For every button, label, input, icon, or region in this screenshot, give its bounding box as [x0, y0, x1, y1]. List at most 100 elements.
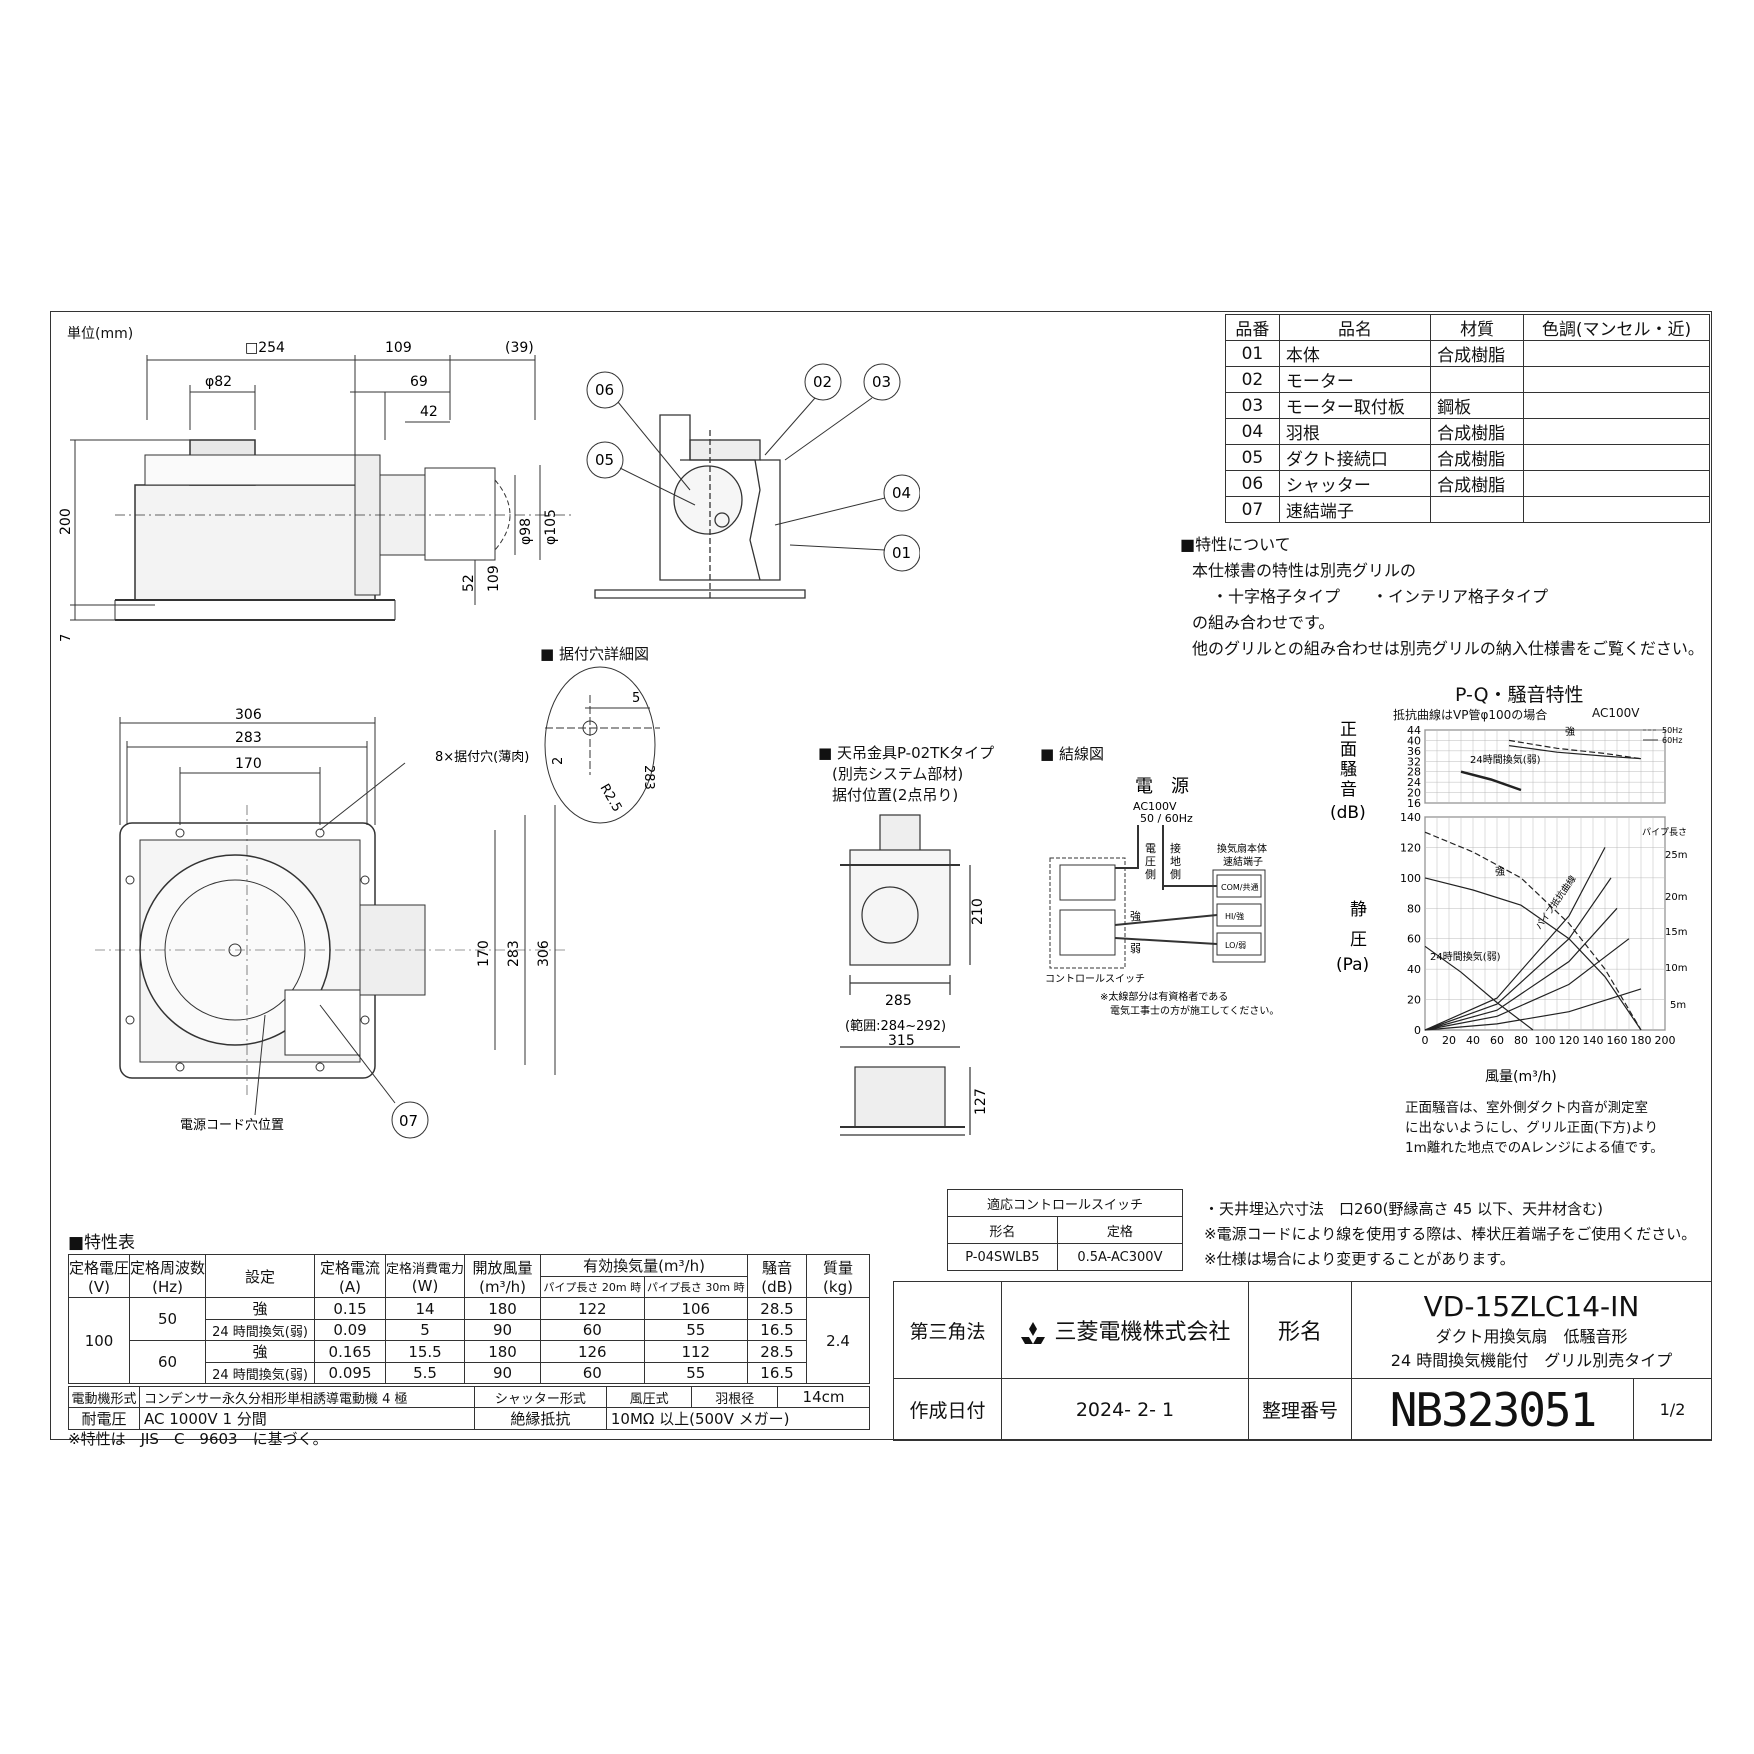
voltage-side-1: 電 — [1145, 842, 1156, 855]
y-tick-label: 60 — [1407, 933, 1421, 946]
dim-7: 7 — [59, 634, 74, 642]
series-line — [1508, 739, 1642, 760]
legend-60hz: 60Hz — [1662, 736, 1682, 745]
hanger-subtitle: (別売システム部材) — [832, 765, 964, 783]
label-strong-noise: 強 — [1565, 725, 1575, 738]
chart-note: 正面騒音は、室外側ダクト内音が測定室 — [1405, 1100, 1648, 1116]
pipe-5m: 5m — [1670, 1000, 1686, 1011]
series-line — [1424, 831, 1642, 1031]
power-spec2: 50 / 60Hz — [1140, 812, 1193, 825]
switch-title: 適応コントロールスイッチ — [947, 1189, 1183, 1217]
dim-306: 306 — [235, 707, 262, 723]
note-line: ・天井埋込穴寸法 口260(野縁高さ 45 以下、天井材含む) — [1204, 1200, 1603, 1218]
callout-05: 05 — [595, 451, 614, 469]
ground-side-3: 側 — [1170, 868, 1181, 881]
number-label: 整理番号 — [1248, 1378, 1352, 1441]
x-tick-label: 0 — [1422, 1034, 1429, 1047]
dim-170v: 170 — [476, 940, 492, 967]
cord-label: 電源コード穴位置 — [180, 1118, 284, 1133]
features-heading: ■特性について — [1180, 535, 1291, 554]
callout-06: 06 — [595, 381, 614, 399]
company-name: 三菱電機株式会社 — [1054, 1320, 1231, 1345]
dim-210: 210 — [970, 898, 986, 925]
title-block: 第三角法 三菱電機株式会社 形名 VD-15ZLC14-IN ダクト用換気扇 低… — [893, 1281, 1712, 1441]
spec-extra-table: 電動機形式 コンデンサー永久分相形単相誘導電動機 4 極 シャッター形式 風圧式… — [68, 1386, 871, 1430]
y-tick-label: 0 — [1414, 1024, 1421, 1037]
spec-footnote: ※特性は JIS C 9603 に基づく。 — [68, 1430, 328, 1448]
series-line — [1424, 847, 1606, 1031]
dim-42: 42 — [420, 404, 438, 420]
x-axis-label: 風量(m³/h) — [1485, 1069, 1557, 1085]
company-cell: 三菱電機株式会社 — [1001, 1281, 1249, 1379]
note-line: ※仕様は場合により変更することがあります。 — [1204, 1250, 1515, 1268]
spec-heading: ■特性表 — [68, 1233, 136, 1253]
terminal-lo: LO/弱 — [1225, 941, 1246, 950]
holes-label: 8×据付穴(薄肉) — [435, 750, 529, 765]
dim-109: 109 — [385, 340, 412, 356]
page-number: 1/2 — [1633, 1378, 1712, 1441]
model-label: 形名 — [1248, 1281, 1352, 1379]
front-view: □254 109 (39) φ82 69 42 200 φ98 φ105 52 … — [58, 340, 575, 642]
x-tick-label: 60 — [1490, 1034, 1504, 1047]
series-line — [1424, 938, 1630, 1031]
callout-07: 07 — [399, 1112, 418, 1130]
wiring-diagram: 電 源 AC100V 50 / 60Hz 電 圧 側 接 地 側 換気扇本体 速… — [1045, 776, 1279, 1017]
section-view: 06 05 02 03 04 01 — [586, 363, 920, 600]
pipe-25m: 25m — [1665, 850, 1687, 861]
noise-ylabel: 正 — [1340, 720, 1357, 740]
noise-series — [1460, 739, 1642, 792]
spec-table: 定格電圧(V) 定格周波数(Hz) 設定 定格電流(A) 定格消費電力(W) 開… — [67, 1254, 870, 1384]
callout-04: 04 — [892, 484, 911, 502]
y-tick-label: 80 — [1407, 902, 1421, 915]
dim-127: 127 — [973, 1088, 989, 1115]
projection-method: 第三角法 — [893, 1281, 1002, 1379]
note-line: ※電源コードにより線を使用する際は、棒状圧着端子をご使用ください。 — [1204, 1225, 1697, 1243]
dim-283: 283 — [235, 730, 262, 746]
notes-block: ・天井埋込穴寸法 口260(野縁高さ 45 以下、天井材含む) ※電源コードによ… — [1204, 1197, 1696, 1272]
date-value: 2024- 2- 1 — [1001, 1378, 1249, 1441]
model-number: VD-15ZLC14-IN — [1423, 1289, 1640, 1323]
dim-283v: 283 — [506, 940, 522, 967]
series-line — [1424, 988, 1642, 1031]
hole-detail-title: ■ 据付穴詳細図 — [540, 645, 649, 663]
switch-rating: 0.5A-AC300V — [1056, 1243, 1184, 1271]
dim-39: (39) — [505, 340, 534, 356]
series-line — [1460, 770, 1522, 792]
noise-ylabel: 音 — [1340, 780, 1357, 800]
hole-dim-2: 2 — [551, 757, 566, 765]
dim-69: 69 — [410, 374, 428, 390]
callout-03: 03 — [872, 373, 891, 391]
features-line: ・十字格子タイプ ・インテリア格子タイプ — [1212, 587, 1549, 606]
dim-82: φ82 — [205, 374, 232, 390]
ground-side-1: 接 — [1170, 842, 1181, 855]
ground-side-2: 地 — [1170, 855, 1181, 868]
hanger-range: (範囲:284~292) — [845, 1019, 946, 1034]
hanger-title: ■ 天吊金具P-02TKタイプ — [818, 744, 995, 762]
hole-dim-283: 283 — [641, 765, 656, 790]
series-line — [1424, 945, 1534, 1031]
x-tick-label: 200 — [1655, 1034, 1676, 1047]
voltage-side-3: 側 — [1145, 868, 1156, 881]
date-label: 作成日付 — [893, 1378, 1002, 1441]
noise-ylabel: 面 — [1340, 740, 1357, 760]
dim-105: φ105 — [543, 509, 559, 545]
switch-h-model: 形名 — [947, 1216, 1058, 1244]
switch-h-rating: 定格 — [1056, 1216, 1184, 1244]
series-line — [1424, 907, 1618, 1031]
pipe-15m: 15m — [1665, 927, 1687, 938]
mitsubishi-logo-icon — [1021, 1322, 1046, 1344]
noise-ylabel: 騒 — [1340, 760, 1357, 780]
y-tick-label: 40 — [1407, 963, 1421, 976]
y-tick-label: 140 — [1400, 811, 1421, 824]
x-tick-label: 120 — [1559, 1034, 1580, 1047]
wire-weak: 弱 — [1130, 942, 1141, 955]
